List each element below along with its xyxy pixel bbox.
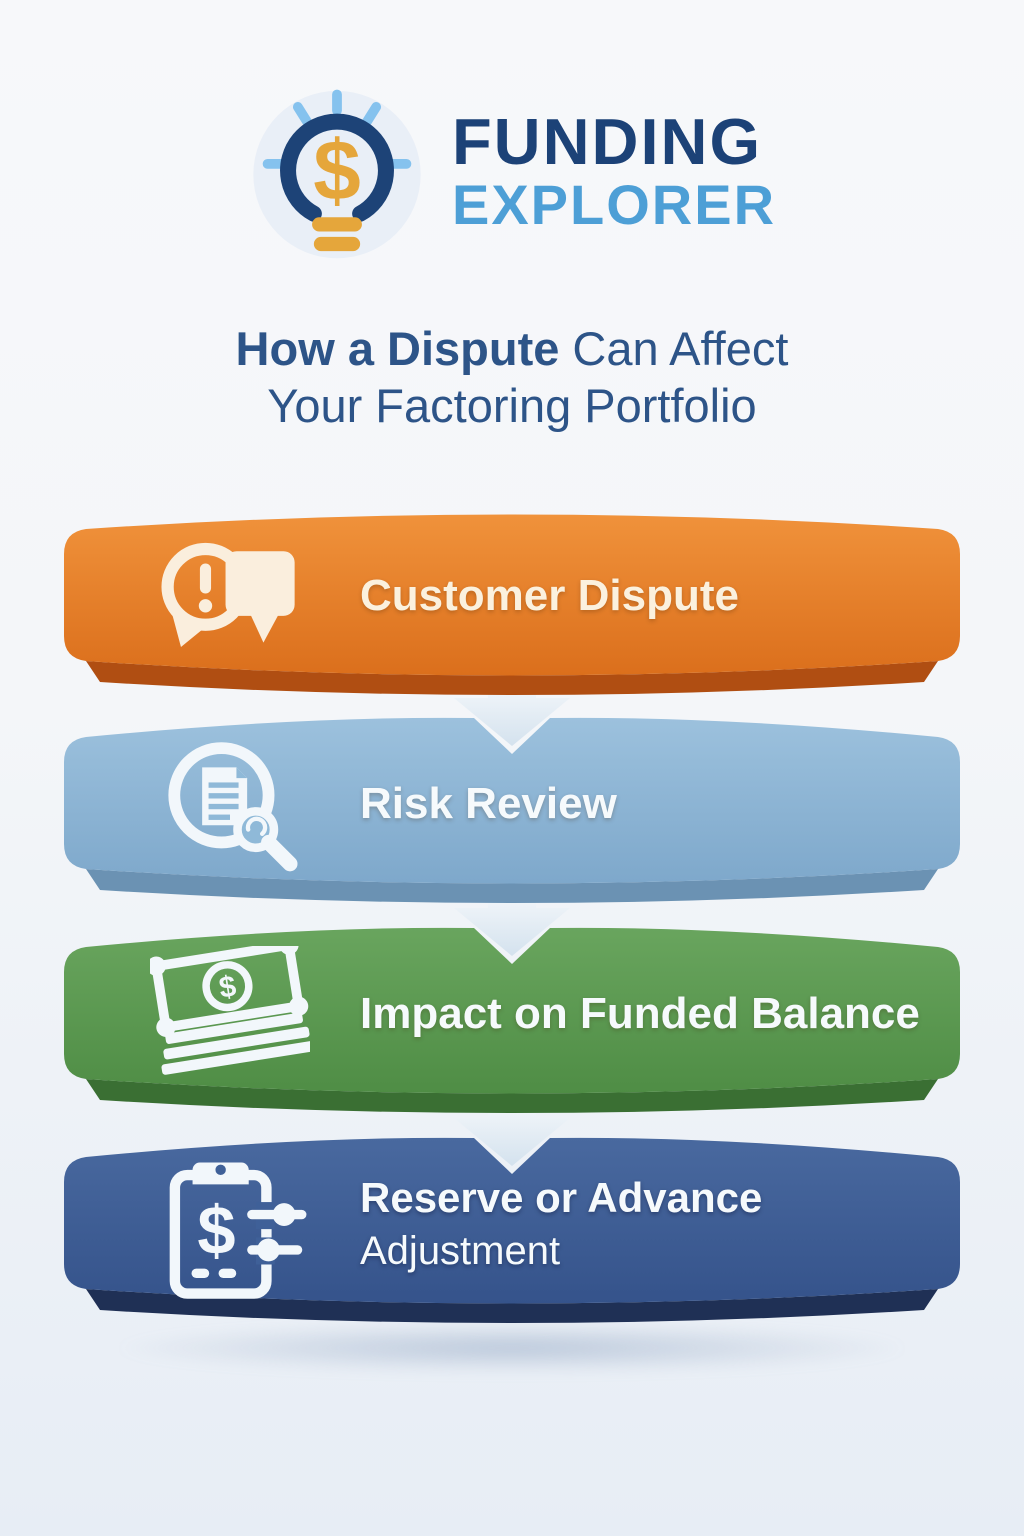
- svg-text:$: $: [217, 970, 239, 1005]
- step-banner-risk-review: Risk Review: [64, 706, 960, 916]
- alert-speech-bubbles-icon: [150, 524, 310, 672]
- step-label: Impact on Funded Balance: [360, 916, 940, 1112]
- step-label-text-line2: Adjustment: [360, 1229, 561, 1274]
- step-banner-impact-funded-balance: $ Impact on Funded Balance: [64, 916, 960, 1126]
- down-arrow-icon: [454, 1080, 570, 1166]
- step-banner-customer-dispute: Customer Dispute: [64, 498, 960, 708]
- step-banner-reserve-advance-adjustment: $ Reserve or Advance Adjustment: [64, 1126, 960, 1336]
- title-line1: How a Dispute Can Affect: [0, 320, 1024, 377]
- document-magnifier-icon: [150, 732, 310, 880]
- title-line1-bold: How a Dispute: [235, 322, 560, 375]
- svg-text:$: $: [197, 1192, 235, 1269]
- title-line2: Your Factoring Portfolio: [267, 379, 757, 433]
- step-label-text: Reserve or Advance: [360, 1173, 763, 1221]
- brand-wordmark: FUNDING EXPLORER: [451, 105, 777, 236]
- brand-header: $ FUNDING EXPLORER: [0, 82, 1024, 260]
- svg-text:$: $: [313, 123, 361, 218]
- step-label-text: Customer Dispute: [360, 571, 739, 620]
- ground-shadow: [110, 1322, 914, 1374]
- step-label: Risk Review: [360, 706, 940, 902]
- step-label: Customer Dispute: [360, 498, 940, 694]
- down-arrow-icon: [454, 870, 570, 956]
- banner-ribbon-shape: [64, 717, 960, 903]
- clipboard-adjustment-icon: $: [150, 1152, 310, 1300]
- title-line1-rest: Can Affect: [559, 322, 789, 375]
- down-arrow-icon: [454, 660, 570, 746]
- step-label: Reserve or Advance Adjustment: [360, 1126, 940, 1322]
- lightbulb-dollar-icon: $: [253, 89, 421, 259]
- brand-name-line1: FUNDING: [451, 105, 763, 179]
- brand-name-line2: EXPLORER: [451, 172, 777, 236]
- cash-stack-icon: $: [150, 942, 310, 1090]
- step-label-text: Risk Review: [360, 779, 617, 828]
- page-title: How a Dispute Can Affect Your Factoring …: [0, 320, 1024, 435]
- step-label-text: Impact on Funded Balance: [360, 989, 920, 1038]
- banner-ribbon-shape: [64, 1137, 960, 1323]
